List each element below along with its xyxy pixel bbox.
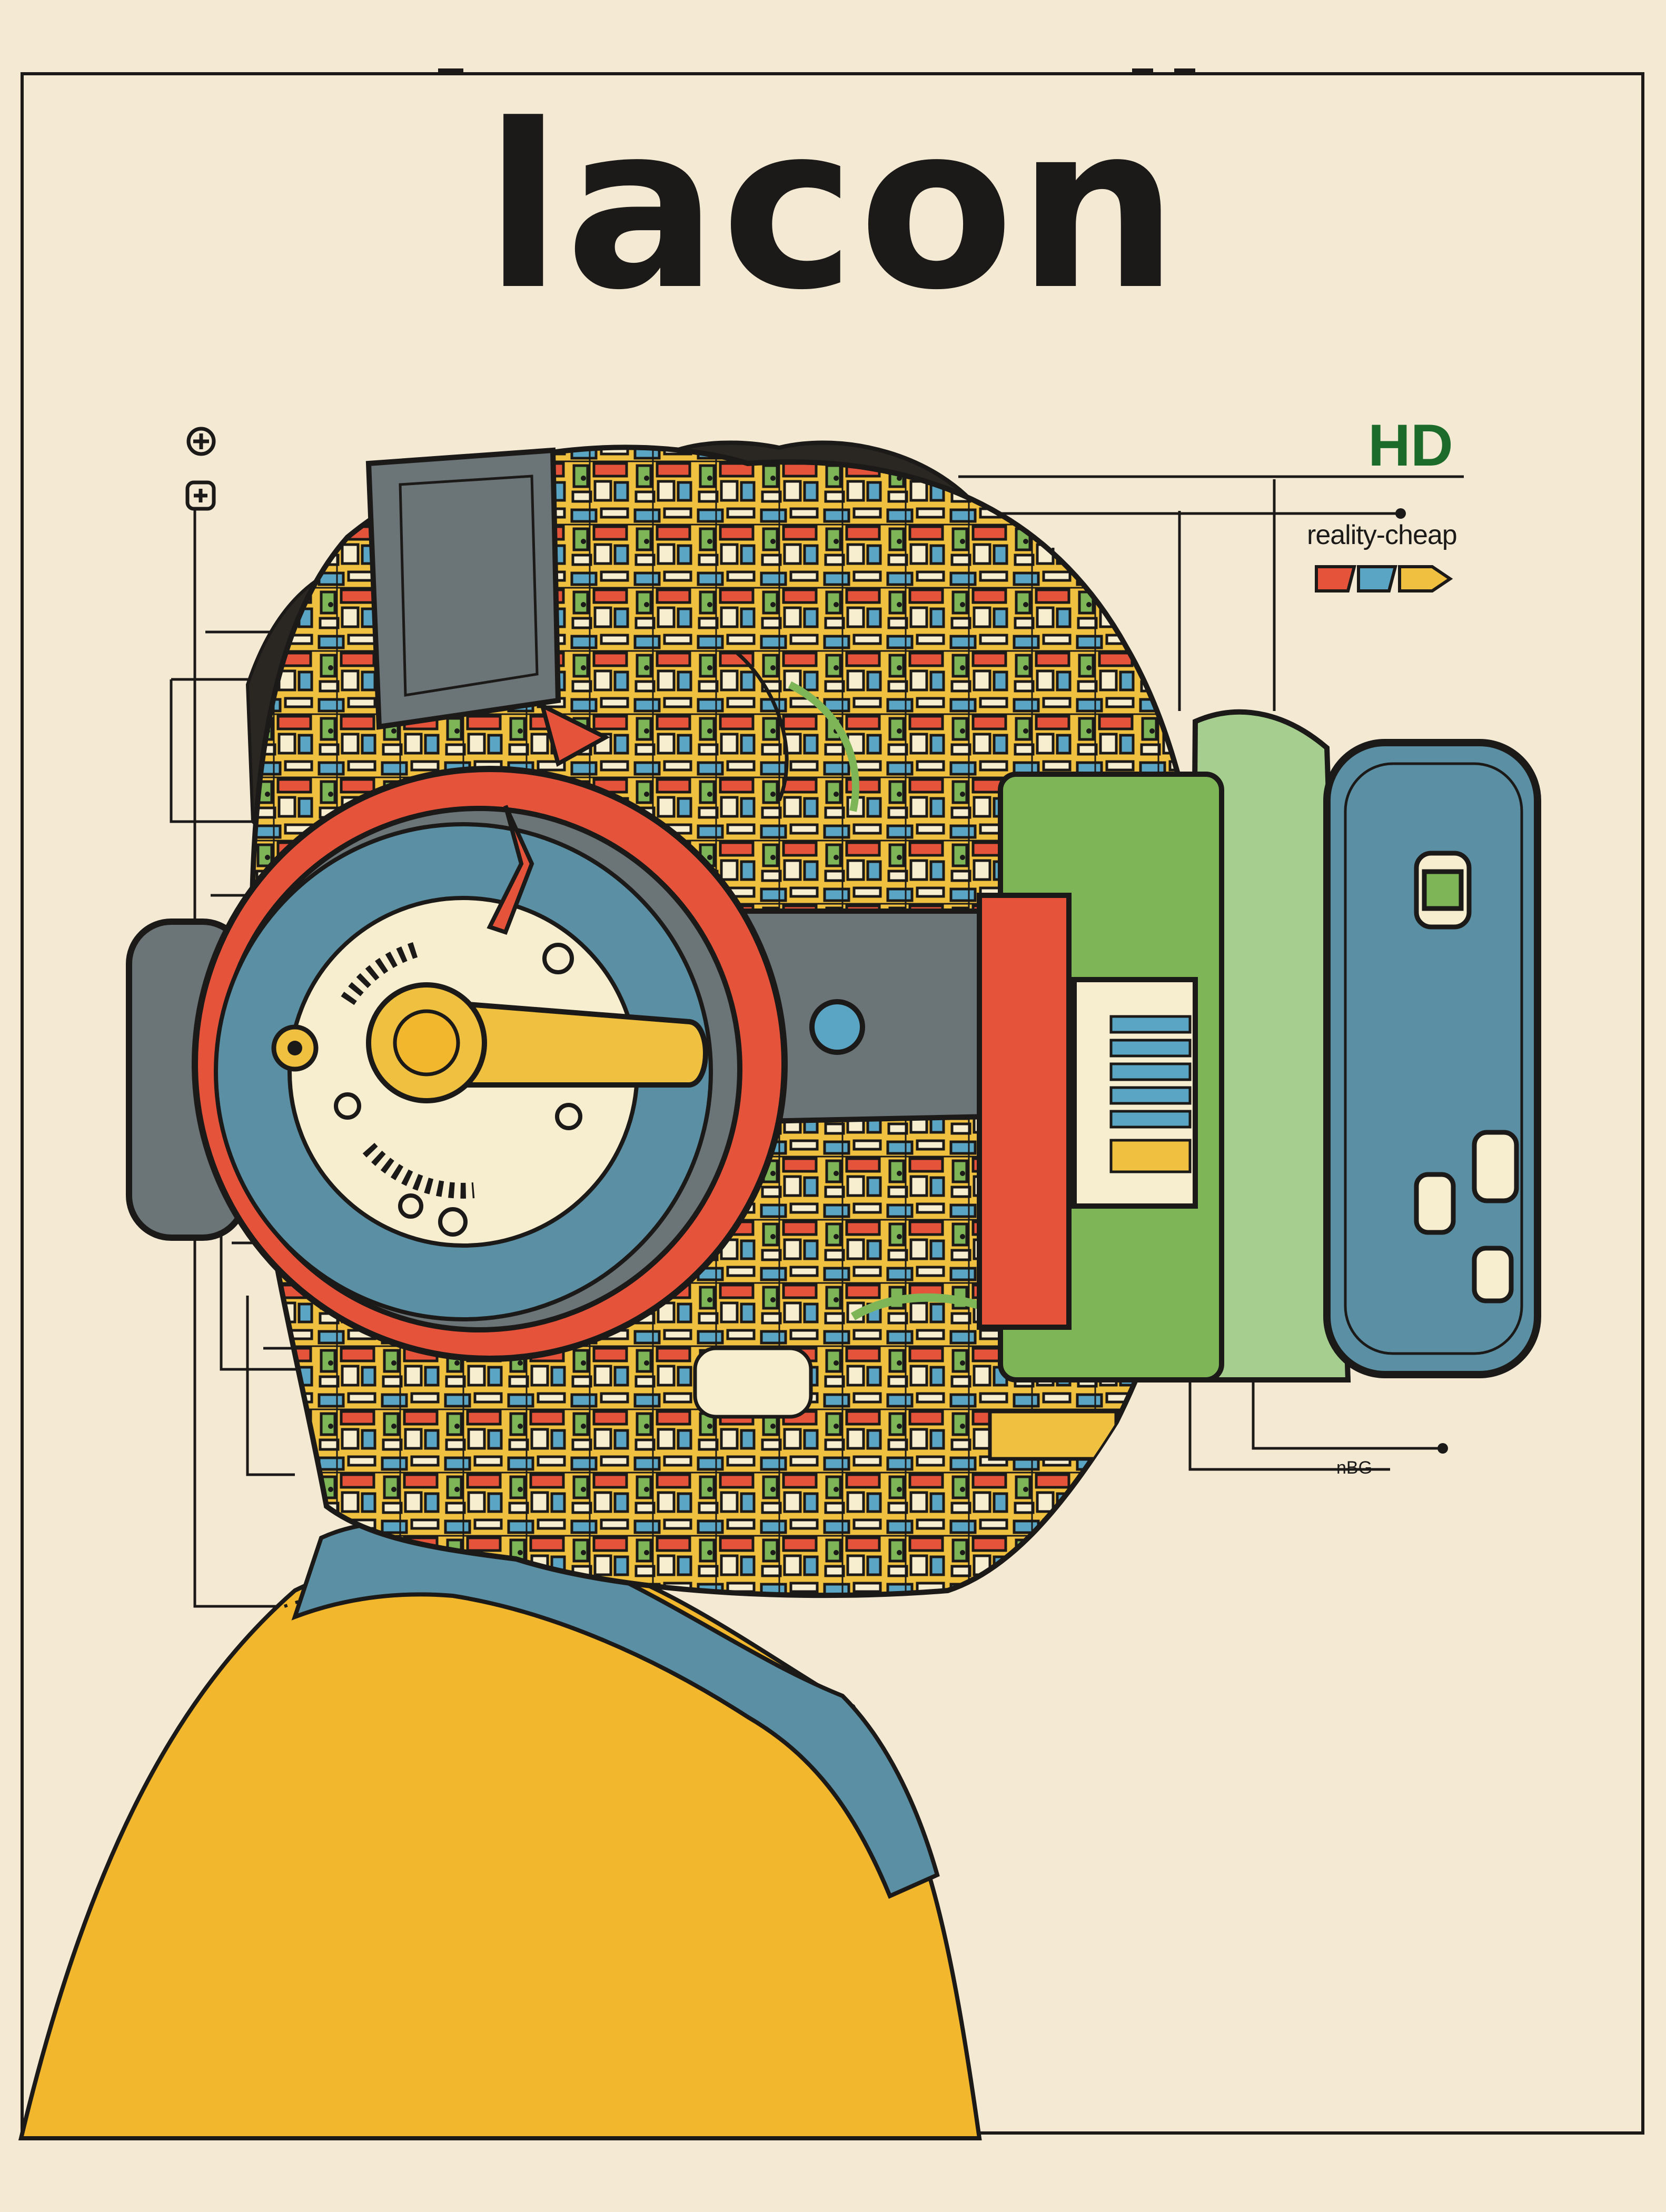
wire-node — [1437, 1443, 1448, 1454]
hd-badge: HD — [1368, 412, 1453, 478]
wire-node — [1395, 508, 1406, 519]
color-swatch-icon — [1315, 565, 1453, 592]
vr-visor — [977, 709, 1541, 1382]
poster-title: lacon — [484, 76, 1182, 340]
corner-code: nBG — [1336, 1458, 1373, 1478]
headphone-band — [365, 447, 561, 730]
plus-circle-icon — [186, 427, 216, 456]
sweater — [18, 1551, 982, 2140]
headphone-earcup — [126, 702, 788, 1362]
plus-square-icon — [185, 480, 216, 511]
tagline: reality-cheap — [1307, 520, 1457, 550]
